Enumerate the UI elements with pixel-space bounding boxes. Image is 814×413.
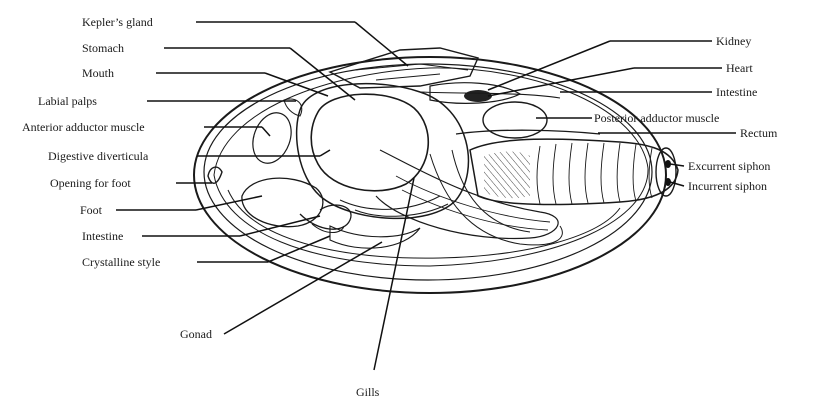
- label-crystalline-style: Crystalline style: [82, 255, 160, 269]
- label-mouth: Mouth: [82, 66, 114, 80]
- label-rectum: Rectum: [740, 126, 778, 140]
- label-digestive-diverticula: Digestive diverticula: [48, 149, 149, 163]
- label-keplers-gland: Kepler’s gland: [82, 15, 153, 29]
- gills-shape: [376, 150, 558, 239]
- gonad-shape: [330, 226, 420, 248]
- label-posterior-adductor-muscle: Posterior adductor muscle: [594, 111, 719, 125]
- label-gonad: Gonad: [180, 327, 212, 341]
- mantle-edge: [214, 68, 648, 266]
- label-foot: Foot: [80, 203, 103, 217]
- clam-illustration: [194, 48, 678, 293]
- label-intestine-right: Intestine: [716, 85, 757, 99]
- heart-shape: [464, 90, 492, 102]
- anterior-adductor: [246, 107, 298, 168]
- label-kidney: Kidney: [716, 34, 751, 48]
- label-heart: Heart: [726, 61, 753, 75]
- label-anterior-adductor-muscle: Anterior adductor muscle: [22, 120, 145, 134]
- label-labial-palps: Labial palps: [38, 94, 97, 108]
- labels: Kepler’s gland Stomach Mouth Labial palp…: [22, 15, 778, 399]
- label-intestine-left: Intestine: [82, 229, 123, 243]
- digestive-gland: [311, 94, 428, 191]
- label-excurrent-siphon: Excurrent siphon: [688, 159, 770, 173]
- label-opening-for-foot: Opening for foot: [50, 176, 131, 190]
- posterior-adductor: [483, 102, 547, 138]
- label-gills: Gills: [356, 385, 380, 399]
- foot-shape: [242, 178, 323, 227]
- label-incurrent-siphon: Incurrent siphon: [688, 179, 767, 193]
- label-stomach: Stomach: [82, 41, 124, 55]
